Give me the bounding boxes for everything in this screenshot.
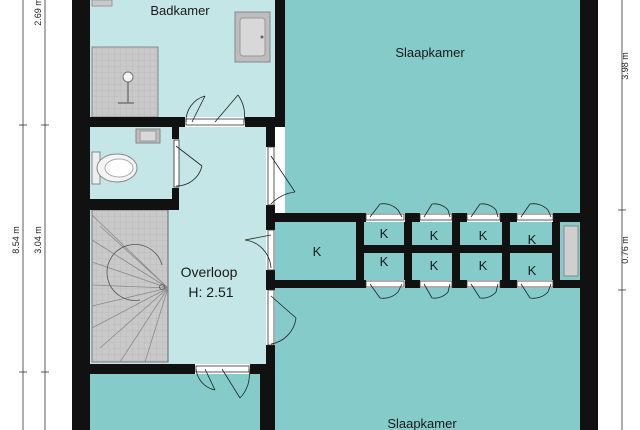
toilet xyxy=(91,151,138,185)
staircase xyxy=(91,209,169,363)
closet-label-5: K xyxy=(528,232,537,247)
shower xyxy=(91,46,159,118)
closet-label-8: K xyxy=(479,258,488,273)
bath-edge xyxy=(91,0,113,7)
dimension-lines-right xyxy=(618,0,626,430)
room-label-badkamer: Badkamer xyxy=(150,3,210,18)
dimension-top-left: 2.69 m xyxy=(33,0,43,26)
walls xyxy=(72,0,598,430)
closet-label-4: K xyxy=(479,228,488,243)
slaapkamer-top-floor xyxy=(285,0,580,213)
room-label-overloop-height: H: 2.51 xyxy=(188,284,233,300)
slaapkamer-bottom-floor xyxy=(275,288,580,430)
closet-label-7: K xyxy=(430,258,439,273)
bathroom-sink xyxy=(234,11,271,63)
closet-label-3: K xyxy=(430,228,439,243)
closet-label-9: K xyxy=(528,263,537,278)
toilet-sink xyxy=(135,128,161,144)
dimension-middle-left: 3.04 m xyxy=(33,226,43,254)
dimension-total-left: 8.54 m xyxy=(11,226,21,254)
radiator xyxy=(563,225,579,277)
dimension-middle-right: 0.76 m xyxy=(620,236,630,264)
room-label-slaapkamer-top: Slaapkamer xyxy=(395,45,465,60)
doors xyxy=(173,94,554,399)
room-label-overloop: Overloop xyxy=(181,264,238,280)
dimension-top-right: 3.98 m xyxy=(620,52,630,80)
room-label-slaapkamer-bottom: Slaapkamer xyxy=(387,416,457,430)
room-bottom-left-floor xyxy=(90,374,260,430)
closet-label-1: K xyxy=(313,244,322,259)
dimension-lines-left xyxy=(19,0,49,430)
closet-label-6: K xyxy=(380,254,389,269)
closet-label-2: K xyxy=(380,226,389,241)
